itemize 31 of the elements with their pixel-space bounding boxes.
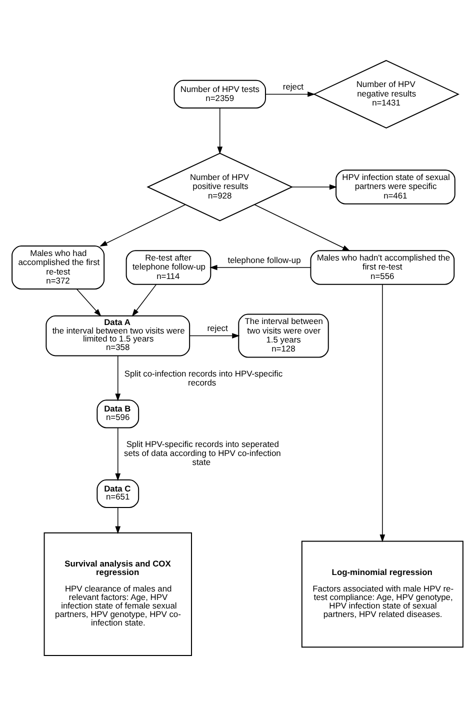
node-box: The interval between two visits were over 1.5 years n=128: [238, 313, 328, 358]
node-box: Re-test after telephone follow-up n=114: [125, 250, 211, 284]
arrow: [114, 427, 120, 481]
arrow: [114, 506, 120, 534]
arrow: [254, 204, 350, 251]
node-box: Data A the interval between two visits were limited to 1.5 years n=358: [45, 314, 190, 356]
node-box: Survival analysis and COX regression HPV clearance of males and relevant factors: Age, HPV infection state of female sexual partners, HPV genotype, HPV co-infection state.: [43, 532, 192, 656]
node-box: Males who had accomplished the first re-test n=372: [11, 245, 104, 289]
node-box: HPV infection state of sexual partners were specific n=461: [335, 169, 455, 204]
edge-label: Split HPV-specific records into seperated sets of data according to HPV co-infection state: [124, 438, 280, 467]
edge-label: reject: [206, 322, 228, 333]
arrow: [114, 355, 120, 401]
node-box: Data C n=651: [96, 478, 139, 508]
edge-label: reject: [282, 80, 304, 91]
arrow: [131, 284, 156, 316]
arrow: [99, 204, 186, 246]
node-box: Data B n=596: [96, 399, 139, 428]
arrow: [264, 91, 315, 96]
edge-label: Split co-infection records into HPV-specific records: [124, 368, 282, 387]
arrow: [216, 107, 222, 154]
arrow: [76, 288, 101, 316]
node-box: Number of HPV tests n=2359: [173, 79, 266, 108]
node-diamond: Number of HPV negative results n=1431: [312, 59, 459, 128]
node-box: Log-minomial regression Factors associated with male HPV re-test compliance: Age, HPV genotype, HPV infection state of sexual partners, HPV related diseases.: [300, 540, 463, 648]
edge-label: telephone follow-up: [227, 254, 300, 264]
node-box: Males who hadn't accomplished the first re-test n=556: [310, 250, 454, 284]
node-diamond: Number of HPV positive results n=928: [146, 152, 293, 221]
arrow: [209, 264, 310, 270]
arrow: [188, 332, 240, 338]
arrow: [379, 284, 385, 542]
arrow: [291, 184, 337, 190]
